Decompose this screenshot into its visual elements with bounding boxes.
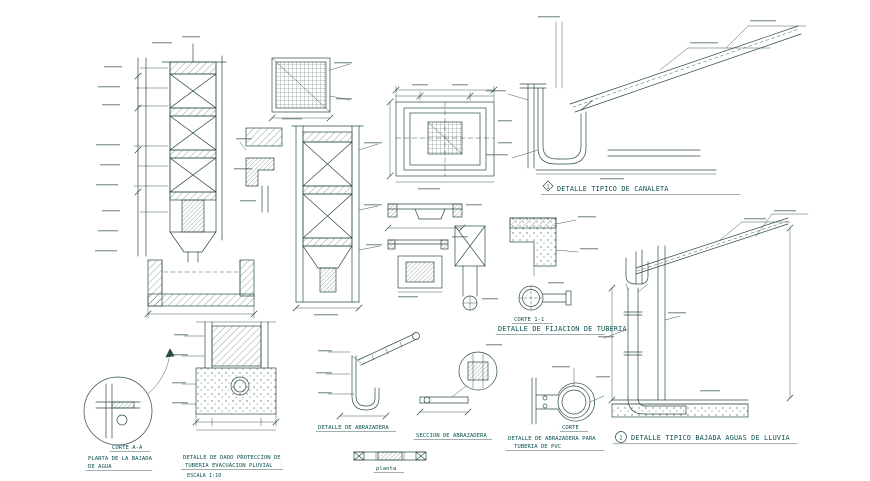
abrazadera-title: DETALLE DE ABRAZADERA [318,425,389,431]
planta-bajada-title-1: PLANTA DE LA BAJADA [88,456,153,462]
detail-mid-hatches [239,127,283,213]
detail-dado-proteccion: DETALLE DE DADO PROTECCION DE TUBERIA EV… [180,321,284,479]
detail-abrazadera-pvc: CORTE DETALLE DE ABRAZADERA PARA TUBERIA… [505,367,605,451]
detail-plan-mesh [268,57,351,122]
dado-scale: ESCALA 1:10 [187,473,221,479]
planta-bajada-title-2: DE AGUA [88,464,112,470]
abrazadera-pvc-title-2: TUBERIA DE PVC [514,444,561,450]
planta-strip-label: planta [376,466,396,472]
abrazadera-pvc-sublabel: CORTE [562,425,579,431]
canaleta-number: 1 [546,184,549,190]
illegible-annotations [95,16,796,404]
abrazadera-pvc-title-1: DETALLE DE ABRAZADERA PARA [508,436,596,442]
detail-planta-strip: planta [353,451,427,473]
fijacion-sublabel: CORTE 1-1 [514,317,544,323]
detail-left-tower-section [133,43,258,319]
detail-planta-bajada: CORTE A-A PLANTA DE LA BAJADA DE AGUA [83,348,175,471]
detail-abrazadera: DETALLE DE ABRAZADERA [315,332,420,432]
detail-fijacion-tuberia: CORTE 1-1 DETALLE DE FIJACION DE TUBERIA [495,217,627,335]
fijacion-title: DETALLE DE FIJACION DE TUBERIA [498,325,627,333]
seccion-abrazadera-title: SECCION DE ABRAZADERA [416,433,487,439]
dado-title-1: DETALLE DE DADO PROTECCION DE [183,455,281,461]
detail-middle-tower-section [291,125,381,312]
detail-canaleta: 1 DETALLE TIPICO DE CANALETA [507,21,807,195]
dado-title-2: TUBERIA EVACUACION PLUVIAL [185,463,273,469]
detail-plan-canaleta [386,85,498,183]
detail-seccion-abrazadera: SECCION DE ABRAZADERA [413,351,498,440]
bajada-number: 2 [619,435,622,441]
canaleta-title: DETALLE TIPICO DE CANALETA [557,185,669,193]
detail-channel-sections [384,203,486,311]
planta-bajada-sublabel: CORTE A-A [112,445,143,451]
detail-bajada-lluvia: 2 DETALLE TIPICO BAJADA AGUAS DE LLUVIA [603,213,809,445]
bajada-title: DETALLE TIPICO BAJADA AGUAS DE LLUVIA [631,434,790,442]
